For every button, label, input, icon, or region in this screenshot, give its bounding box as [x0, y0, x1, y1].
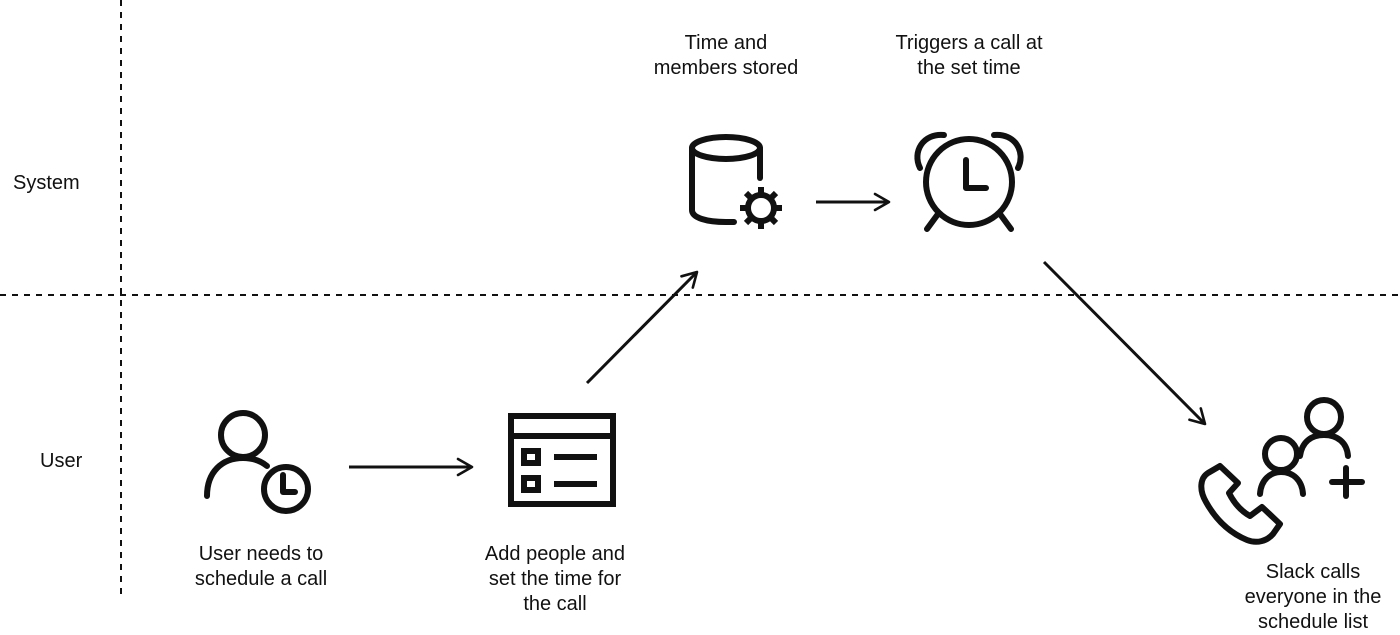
arrow-alarm-to-call: [1042, 260, 1207, 426]
user-clock-icon: [204, 410, 311, 514]
step-caption-triggers: Triggers a call at the set time: [895, 32, 1043, 79]
database-gear-icon: [689, 134, 782, 229]
lane-label-system: System: [13, 172, 80, 194]
form-list-icon: [508, 413, 616, 507]
step-caption-user-needs: User needs to schedule a call: [194, 543, 328, 590]
step-caption-stored: Time and members stored: [653, 32, 799, 79]
lane-label-user: User: [40, 450, 83, 472]
alarm-clock-icon: [914, 131, 1024, 232]
step-caption-add-people: Add people and set the time for the call: [484, 543, 626, 615]
step-caption-slack-calls: Slack calls everyone in the schedule lis…: [1244, 561, 1382, 633]
arrow-form-to-database: [585, 270, 699, 385]
phone-add-people-icon: [1198, 397, 1365, 545]
